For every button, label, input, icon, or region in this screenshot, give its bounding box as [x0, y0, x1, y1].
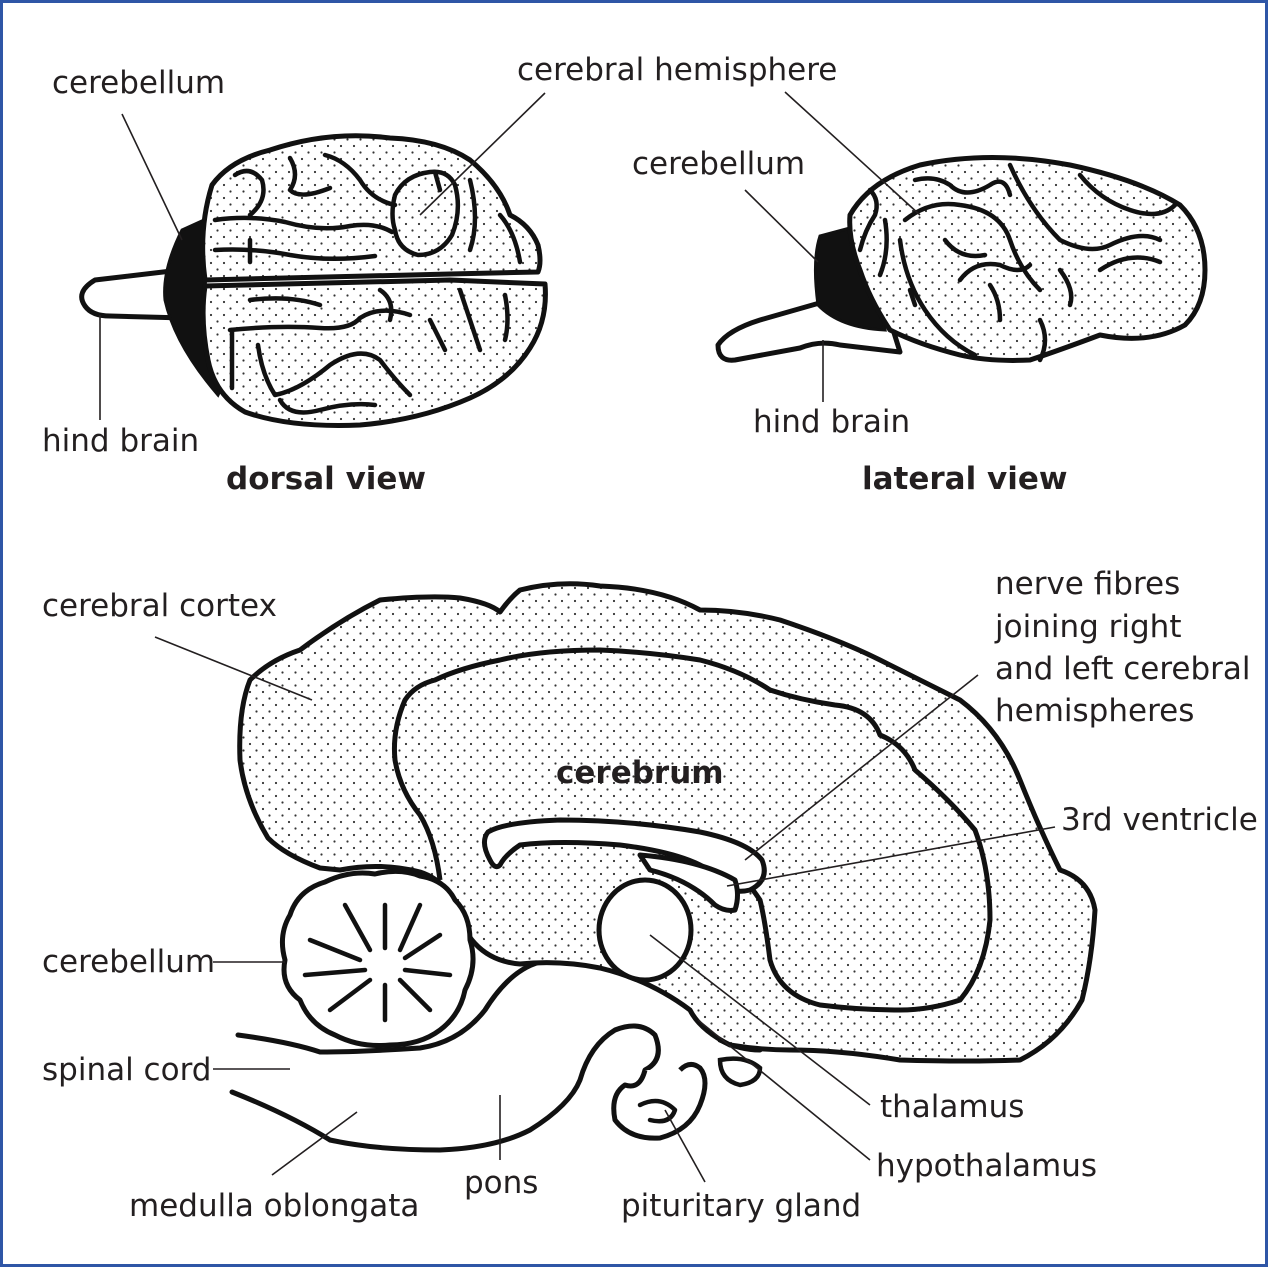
- section-cerebellum: [279, 868, 476, 1048]
- pituitary-shape: [611, 1056, 763, 1141]
- lateral-cerebellum-label: cerebellum: [632, 146, 805, 182]
- section-view: [154, 581, 1098, 1183]
- cerebrum-label: cerebrum: [556, 755, 724, 791]
- nerve-fibres-label-line3: and left cerebral: [995, 651, 1251, 687]
- pituitary-gland-label: pituritary gland: [621, 1188, 861, 1224]
- section-cerebellum-label: cerebellum: [42, 944, 215, 980]
- dorsal-view: [79, 92, 548, 428]
- nerve-fibres-label-line2: joining right: [994, 609, 1181, 645]
- labels: cerebellum cerebral hemisphere hind brai…: [42, 52, 1258, 1224]
- nerve-fibres-label-line4: hemispheres: [995, 693, 1194, 729]
- thalamus-shape: [596, 877, 694, 983]
- dorsal-hind-brain-shape: [79, 267, 188, 321]
- dorsal-cerebellum-label: cerebellum: [52, 65, 225, 101]
- lateral-view: [715, 91, 1208, 402]
- dorsal-view-title: dorsal view: [226, 461, 426, 497]
- dorsal-hind-brain-label: hind brain: [42, 423, 199, 459]
- dorsal-upper-hemisphere: [200, 133, 543, 283]
- brainstem-outline: [229, 1023, 661, 1153]
- dorsal-cerebral-hemisphere-label: cerebral hemisphere: [517, 52, 837, 88]
- nerve-fibres-label-line1: nerve fibres: [995, 566, 1180, 602]
- thalamus-label: thalamus: [880, 1089, 1024, 1125]
- medulla-oblongata-label: medulla oblongata: [129, 1188, 419, 1224]
- lateral-hemisphere: [847, 155, 1208, 363]
- third-ventricle-shape: [637, 852, 740, 913]
- pons-label: pons: [464, 1165, 538, 1201]
- corpus-callosum: [482, 817, 767, 894]
- lateral-view-title: lateral view: [862, 461, 1068, 497]
- third-ventricle-label: 3rd ventricle: [1061, 802, 1258, 838]
- cerebral-cortex-label: cerebral cortex: [42, 588, 277, 624]
- hypothalamus-label: hypothalamus: [876, 1148, 1097, 1184]
- spinal-cord-label: spinal cord: [42, 1052, 211, 1088]
- lateral-cerebellum-shape: [813, 226, 887, 332]
- lateral-hind-brain-label: hind brain: [753, 404, 910, 440]
